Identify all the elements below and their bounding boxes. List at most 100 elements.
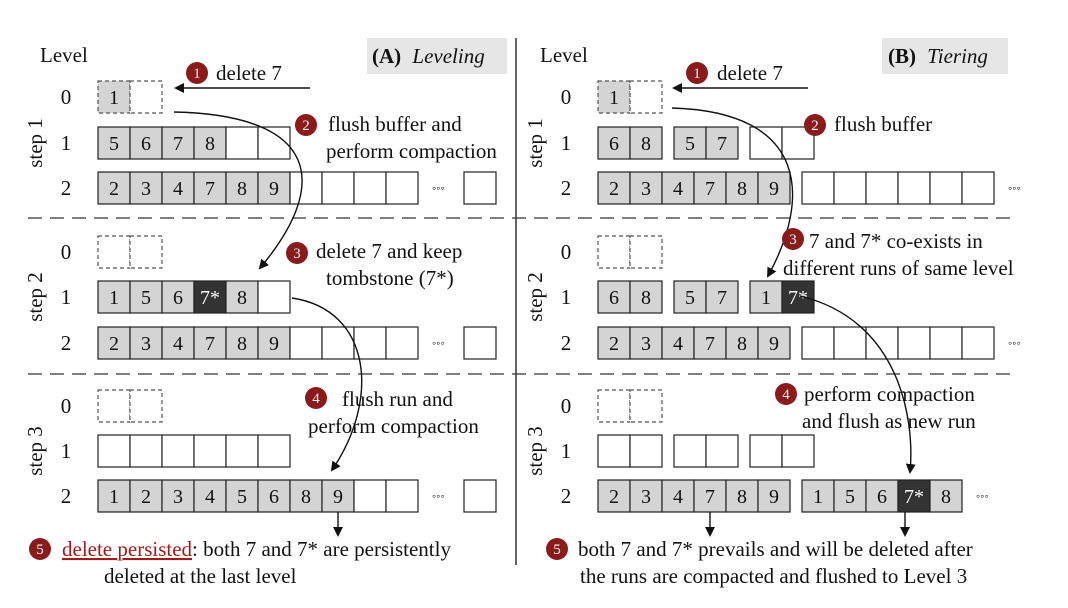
level-number: 2	[561, 331, 572, 355]
run-cell	[749, 126, 783, 160]
cell-value: 4	[173, 178, 183, 200]
ellipsis: ◦◦◦	[432, 336, 445, 350]
step-badge-number: 1	[193, 66, 201, 82]
run-cell	[193, 434, 227, 468]
annotation-text: flush buffer	[834, 112, 932, 136]
run-cell	[757, 479, 791, 513]
flush-arrow	[173, 111, 303, 270]
run-cell	[97, 326, 131, 360]
cell-value: 7*	[904, 486, 924, 508]
run-cell	[833, 171, 867, 205]
cell-value: 8	[237, 333, 247, 355]
run-cell	[661, 479, 695, 513]
panel-b: (B) Tiering Level	[540, 38, 1008, 74]
annotation-text: perform compaction	[804, 382, 975, 406]
cell-value: 8	[641, 133, 651, 155]
ellipsis: ◦◦◦	[432, 489, 445, 503]
step-badge	[775, 383, 797, 405]
cell-value: 3	[641, 178, 651, 200]
run-cell	[97, 479, 131, 513]
run-cell	[781, 434, 815, 468]
step-badge-number: 5	[36, 542, 44, 558]
run-cell	[865, 171, 899, 205]
step-label: step 1	[523, 118, 547, 168]
cell-value: 4	[673, 486, 683, 508]
annotation-text: tombstone (7*)	[326, 266, 454, 290]
cell-value: 4	[205, 486, 215, 508]
level-number: 2	[561, 484, 572, 508]
panel-b-title: (B) Tiering	[888, 44, 988, 68]
cell-value: 8	[737, 178, 747, 200]
step-badge-number: 4	[312, 391, 320, 407]
run-cell	[597, 326, 631, 360]
run-cell	[929, 326, 963, 360]
cell-value: 3	[641, 333, 651, 355]
step-badge	[286, 242, 308, 264]
run-cell	[225, 126, 259, 160]
cell-value: 6	[141, 133, 151, 155]
run-cell	[833, 479, 867, 513]
run-cell	[289, 171, 323, 205]
flush-arrow	[671, 107, 794, 278]
cell-value: 5	[845, 486, 855, 508]
run-cell	[257, 126, 291, 160]
annotation-text: different runs of same level	[783, 256, 1014, 280]
run-cell	[257, 434, 291, 468]
buffer-cell	[129, 389, 163, 423]
cell-value: 3	[173, 486, 183, 508]
cell-value: 7	[205, 178, 215, 200]
cell-value: 7*	[200, 287, 220, 309]
run-cell	[801, 171, 835, 205]
run-cell	[693, 479, 727, 513]
run-cell	[757, 326, 791, 360]
buffer-cell	[129, 235, 163, 269]
cell-value: 6	[173, 287, 183, 309]
run-cell	[129, 479, 163, 513]
run-cell	[749, 280, 783, 314]
run-cell	[161, 326, 195, 360]
cell-value: 2	[141, 486, 151, 508]
level-number: 1	[561, 439, 572, 463]
annotation-text: perform compaction	[308, 414, 479, 438]
annotation-text: delete 7 and keep	[316, 239, 462, 263]
cell-value: 7*	[788, 287, 808, 309]
cell-value: 7	[173, 133, 183, 155]
buffer-cell	[597, 235, 631, 269]
level-number: 0	[561, 240, 572, 264]
cell-value: 2	[609, 333, 619, 355]
run-cell	[725, 326, 759, 360]
level-number: 1	[61, 439, 72, 463]
cell-value: 8	[737, 333, 747, 355]
cell-value: 2	[109, 178, 119, 200]
run-cell	[705, 280, 739, 314]
compaction-arrow	[799, 295, 916, 474]
run-cell	[385, 326, 419, 360]
run-cell	[629, 434, 663, 468]
run-cell	[129, 434, 163, 468]
run-cell	[257, 479, 291, 513]
step-badge-number: 3	[789, 232, 797, 248]
run-cell	[673, 280, 707, 314]
run-cell	[629, 479, 663, 513]
level-number: 1	[561, 285, 572, 309]
run-cell	[781, 280, 815, 314]
level-number: 0	[61, 240, 72, 264]
run-cell	[725, 479, 759, 513]
cell-value: 5	[141, 287, 151, 309]
run-cell	[725, 171, 759, 205]
cell-value: 7	[717, 133, 727, 155]
step-badge	[546, 538, 568, 560]
run-cell	[597, 280, 631, 314]
run-cell	[801, 479, 835, 513]
level-number: 2	[61, 176, 72, 200]
arrows-layer	[173, 83, 916, 537]
run-cell	[161, 171, 195, 205]
panel-a-title-letter: (A)	[372, 44, 401, 68]
run-cell	[629, 126, 663, 160]
step-badge-number: 2	[302, 118, 310, 134]
run-cell	[385, 171, 419, 205]
cell-value: 7	[705, 333, 715, 355]
panel-b-title-box	[882, 38, 1008, 74]
run-cell	[929, 479, 963, 513]
